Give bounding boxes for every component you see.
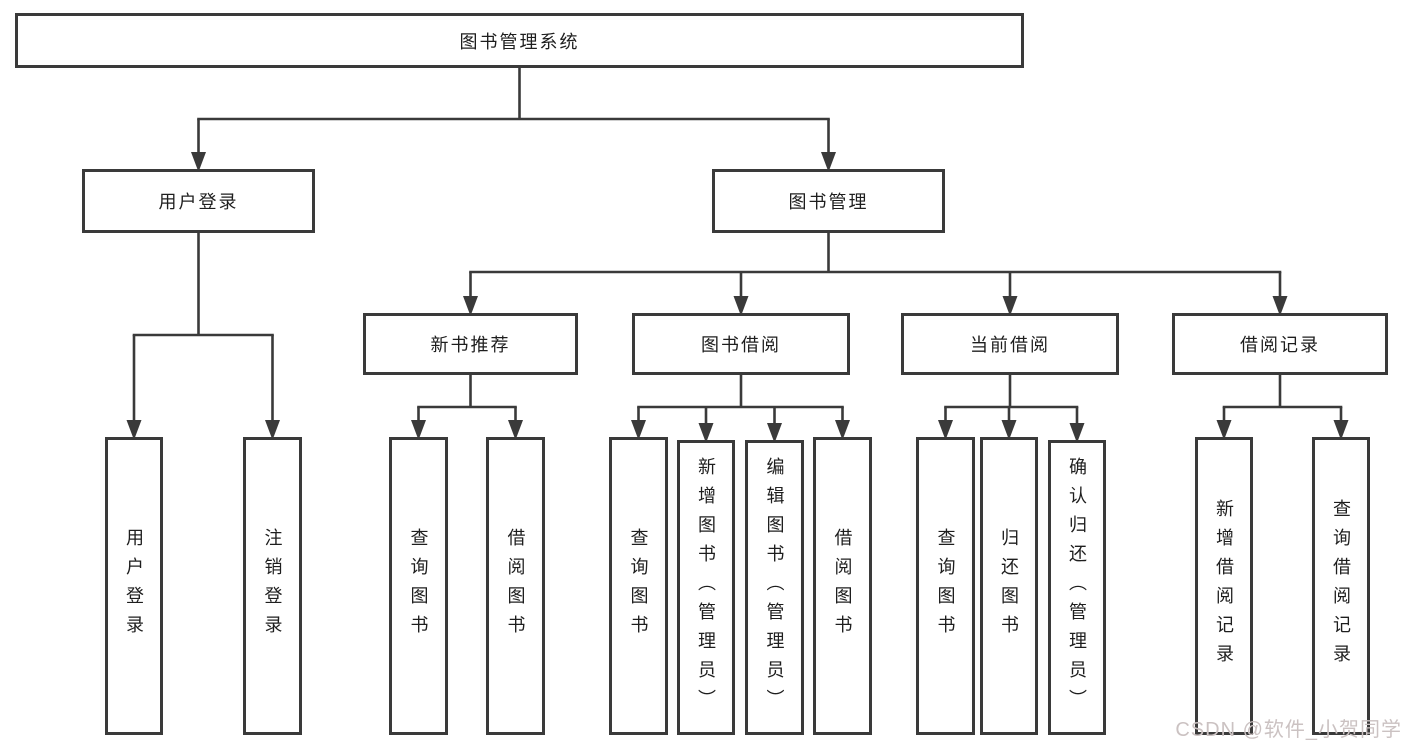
arrowhead-icon — [191, 152, 206, 172]
node-leaf-query-book-1: 查询图书 — [389, 437, 448, 735]
node-current-borrow: 当前借阅 — [901, 313, 1119, 375]
node-leaf-borrow-book-2: 借阅图书 — [813, 437, 872, 735]
arrowhead-icon — [1002, 296, 1018, 316]
node-leaf-add-book: 新增图书（管理员） — [677, 440, 735, 735]
node-leaf-edit-book: 编辑图书（管理员） — [745, 440, 804, 735]
arrowhead-icon — [835, 420, 850, 440]
node-label: 编辑图书（管理员） — [764, 457, 785, 718]
node-label: 查询借阅记录 — [1331, 499, 1351, 673]
node-root: 图书管理系统 — [15, 13, 1024, 68]
arrowhead-icon — [265, 420, 280, 440]
node-label: 借阅图书 — [832, 528, 853, 644]
node-leaf-return-book: 归还图书 — [980, 437, 1038, 735]
node-label: 新增借阅记录 — [1214, 499, 1234, 673]
node-book-mgmt: 图书管理 — [712, 169, 945, 233]
node-label: 借阅图书 — [505, 528, 526, 644]
node-borrow-records: 借阅记录 — [1172, 313, 1388, 375]
node-label: 图书借阅 — [701, 335, 781, 355]
node-label: 新增图书（管理员） — [696, 457, 716, 718]
node-label: 借阅记录 — [1240, 335, 1320, 355]
arrowhead-icon — [411, 420, 426, 440]
node-leaf-query-record: 查询借阅记录 — [1312, 437, 1370, 735]
node-label: 查询图书 — [935, 528, 956, 644]
node-book-borrow: 图书借阅 — [632, 313, 850, 375]
arrowhead-icon — [938, 420, 953, 440]
arrowhead-icon — [1333, 420, 1349, 440]
arrowhead-icon — [1272, 296, 1288, 316]
arrowhead-icon — [767, 423, 782, 443]
arrowhead-icon — [1216, 420, 1232, 440]
node-leaf-user-login: 用户登录 — [105, 437, 163, 735]
node-label: 图书管理系统 — [459, 31, 580, 52]
arrowhead-icon — [463, 296, 478, 316]
node-leaf-add-record: 新增借阅记录 — [1195, 437, 1253, 735]
node-leaf-logout: 注销登录 — [243, 437, 302, 735]
arrowhead-icon — [631, 420, 646, 440]
node-label: 用户登录 — [124, 528, 144, 644]
node-leaf-query-book-2: 查询图书 — [609, 437, 668, 735]
node-user-login: 用户登录 — [82, 169, 315, 233]
arrowhead-icon — [1001, 420, 1017, 440]
arrowhead-icon — [698, 423, 714, 443]
arrowhead-icon — [821, 152, 836, 172]
arrowhead-icon — [508, 420, 523, 440]
node-label: 查询图书 — [628, 528, 649, 644]
node-label: 当前借阅 — [970, 335, 1050, 355]
node-label: 新书推荐 — [430, 335, 511, 355]
node-leaf-confirm-return: 确认归还（管理员） — [1048, 440, 1106, 735]
arrowhead-icon — [1069, 423, 1085, 443]
node-label: 归还图书 — [999, 528, 1019, 644]
node-label: 确认归还（管理员） — [1067, 457, 1087, 718]
node-label: 查询图书 — [408, 528, 429, 644]
node-new-book-rec: 新书推荐 — [363, 313, 578, 375]
node-label: 图书管理 — [788, 192, 869, 212]
node-label: 用户登录 — [158, 192, 239, 212]
node-leaf-borrow-book-1: 借阅图书 — [486, 437, 545, 735]
node-label: 注销登录 — [262, 528, 283, 644]
watermark-text: CSDN @软件_小贺同学 — [1175, 719, 1402, 741]
arrowhead-icon — [733, 296, 749, 316]
arrowhead-icon — [126, 420, 142, 440]
node-leaf-query-book-3: 查询图书 — [916, 437, 975, 735]
